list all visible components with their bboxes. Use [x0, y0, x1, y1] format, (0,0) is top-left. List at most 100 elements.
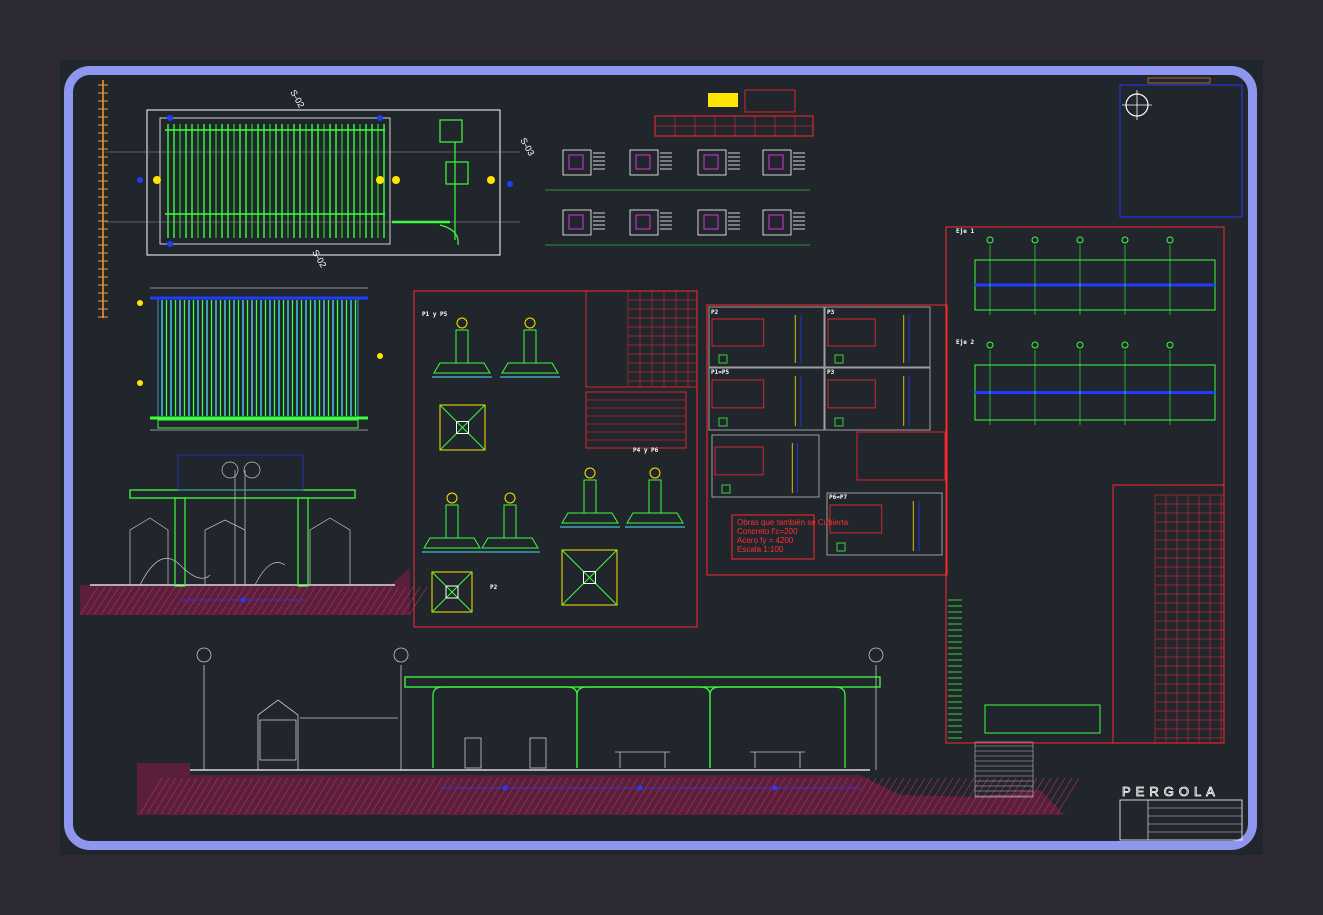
hatch-line — [412, 777, 436, 815]
hatch-line — [293, 777, 317, 815]
section-mark-top: S-02 — [288, 88, 306, 109]
structural-plan — [137, 287, 383, 431]
hatch-line — [181, 777, 205, 815]
hatch-line — [720, 777, 744, 815]
hatch-line — [776, 777, 800, 815]
hatch-line — [671, 777, 695, 815]
hatch-line — [643, 777, 667, 815]
hatch-line — [296, 586, 316, 616]
column-section — [718, 417, 728, 427]
column-table — [829, 504, 883, 534]
column-table — [827, 318, 876, 347]
hatch-line — [230, 777, 254, 815]
hatch-line — [153, 777, 177, 815]
column-tag — [649, 467, 661, 479]
hatch-line — [622, 777, 646, 815]
column-square — [568, 154, 584, 170]
hatch-line — [496, 777, 520, 815]
hatch-line — [121, 586, 141, 616]
footing-section — [561, 512, 619, 524]
hatch-line — [177, 586, 197, 616]
hatch-line — [202, 777, 226, 815]
hatch-line — [310, 586, 330, 616]
hatch-line — [226, 586, 246, 616]
axis-bubble — [1076, 236, 1084, 244]
hatch-line — [524, 777, 548, 815]
hatch-line — [289, 586, 309, 616]
hatch-line — [391, 777, 415, 815]
hatch-line — [205, 586, 225, 616]
hatch-line — [317, 586, 337, 616]
pedestal — [583, 479, 597, 514]
note-line-2: Concreto f'c=200 — [737, 527, 798, 536]
hatch-line — [790, 777, 814, 815]
hatch-line — [538, 777, 562, 815]
hatch-line — [331, 586, 351, 616]
hatch-line — [475, 777, 499, 815]
hatch-line — [1042, 777, 1066, 815]
hatch-line — [419, 777, 443, 815]
hatch-line — [587, 777, 611, 815]
hatch-line — [188, 777, 212, 815]
column-section — [834, 354, 844, 364]
column-table — [711, 379, 765, 409]
hatch-line — [923, 777, 947, 815]
footing-square — [762, 149, 792, 176]
label-p3b: P3 — [827, 369, 835, 376]
hatch-line — [727, 777, 751, 815]
hatch-line — [184, 586, 204, 616]
hatch-line — [930, 777, 954, 815]
hatch-line — [219, 586, 239, 616]
hatch-line — [699, 777, 723, 815]
pedestal — [445, 504, 459, 539]
column-tag — [584, 467, 596, 479]
hatch-line — [657, 777, 681, 815]
hatch-line — [888, 777, 912, 815]
hatch-line — [268, 586, 288, 616]
section-s02-main — [137, 597, 1080, 815]
axis-bubble — [986, 236, 994, 244]
note-line-4: Escala 1:100 — [737, 545, 784, 554]
hatch-line — [160, 777, 184, 815]
hatch-line — [303, 586, 323, 616]
footing-section — [433, 362, 491, 374]
hatch-line — [394, 586, 414, 616]
hatch-line — [359, 586, 379, 616]
footing-section — [481, 537, 539, 549]
hatch-line — [223, 777, 247, 815]
hatch-line — [454, 777, 478, 815]
axis-bubble — [1166, 236, 1174, 244]
hatch-line — [811, 777, 835, 815]
footing-plan-square — [561, 549, 618, 606]
label-p6-p7: P6=P7 — [829, 494, 847, 501]
hatch-line — [1028, 777, 1052, 815]
hatch-line — [258, 777, 282, 815]
hatch-line — [832, 777, 856, 815]
hatch-line — [170, 586, 190, 616]
column-center — [456, 421, 469, 434]
hatch-line — [685, 777, 709, 815]
hatch-line — [755, 777, 779, 815]
hatch-line — [594, 777, 618, 815]
hatch-line — [881, 777, 905, 815]
column-square — [768, 154, 784, 170]
hatch-line — [846, 777, 870, 815]
hatch-line — [958, 777, 982, 815]
hatch-line — [163, 586, 183, 616]
hatch-line — [254, 586, 274, 616]
hatch-line — [349, 777, 373, 815]
hatch-line — [156, 586, 176, 616]
hatch-line — [93, 586, 113, 616]
sheet-border-frame — [64, 66, 1257, 850]
footing-square — [697, 209, 727, 236]
pedestal — [648, 479, 662, 514]
label-p2: P2 — [490, 584, 498, 591]
hatch-line — [909, 777, 933, 815]
hatch-line — [237, 777, 261, 815]
hatch-line — [734, 777, 758, 815]
hatch-line — [545, 777, 569, 815]
hatch-line — [373, 586, 393, 616]
hatch-line — [216, 777, 240, 815]
